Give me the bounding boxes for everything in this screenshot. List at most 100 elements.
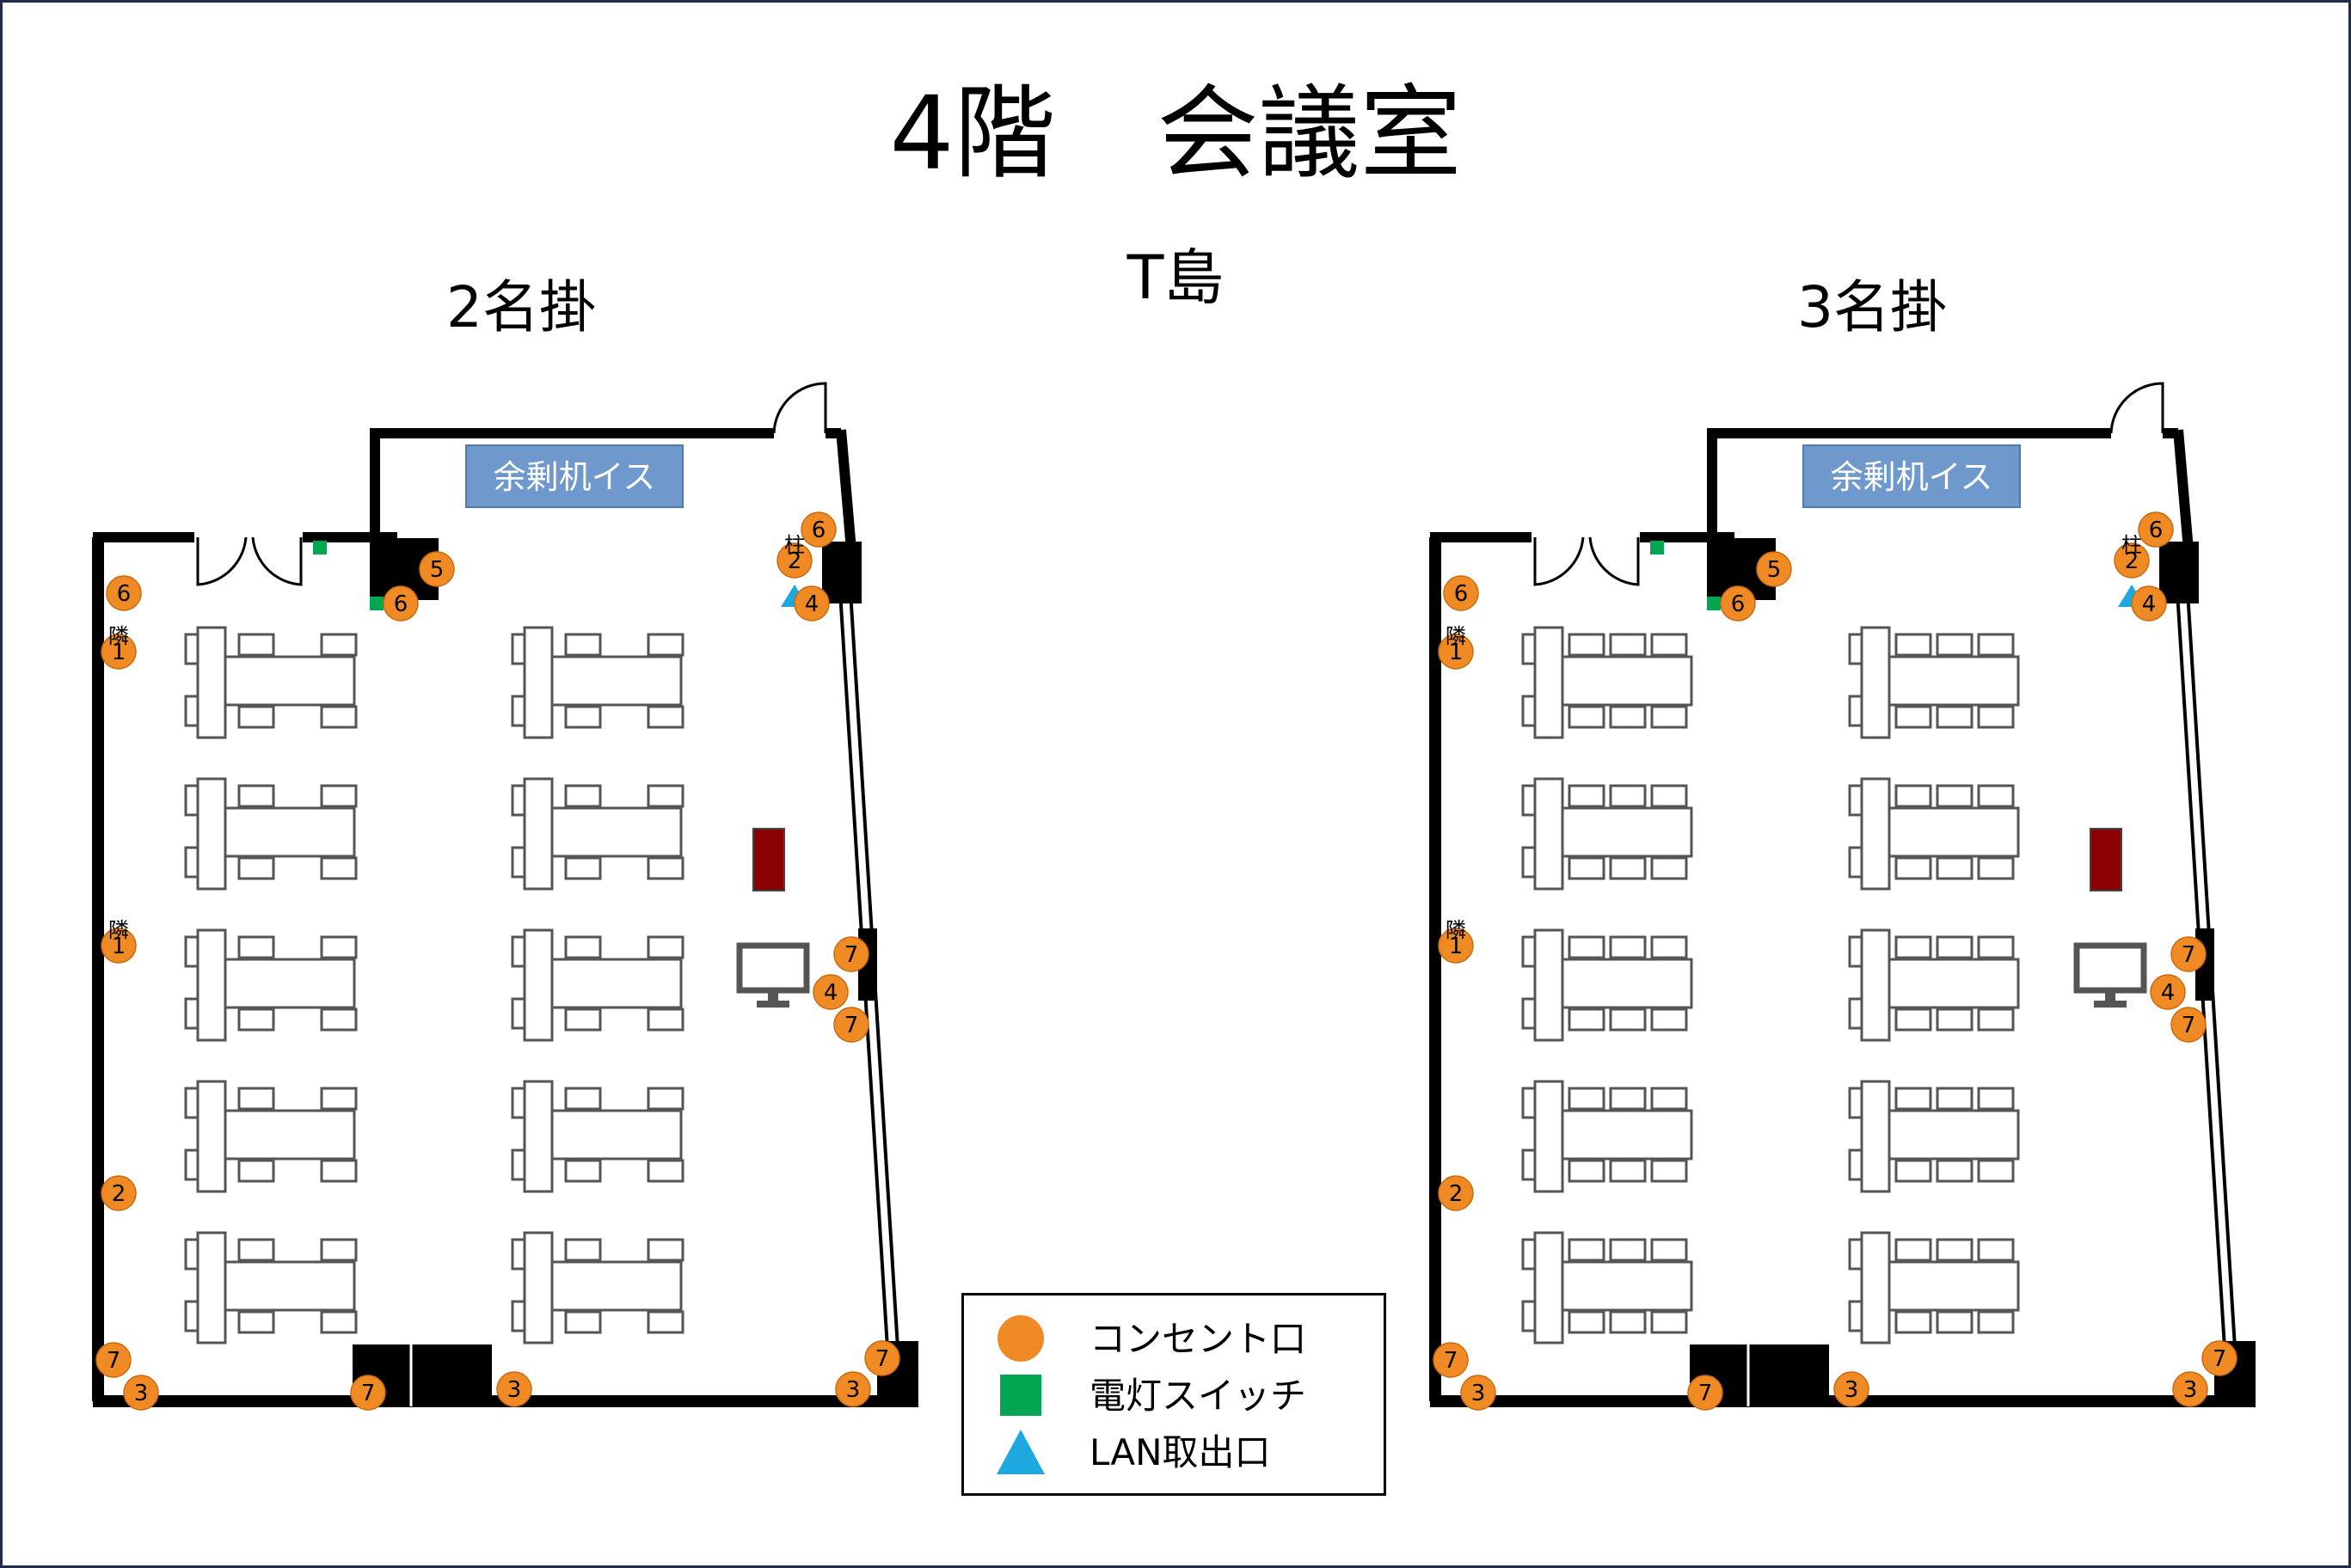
chair [184, 1300, 199, 1332]
chair [1521, 1087, 1537, 1119]
legend-item-outlet: コンセント口 [995, 1313, 1373, 1364]
green-square-icon [1000, 1375, 1041, 1416]
outlet-number: 2 [1449, 1181, 1464, 1207]
chair [1848, 695, 1863, 727]
table-group [184, 928, 358, 1042]
chair [523, 1231, 554, 1344]
chair [647, 1159, 684, 1183]
table [224, 958, 356, 1009]
chair [511, 784, 526, 817]
table-group [511, 1231, 684, 1344]
chair [1609, 1008, 1647, 1032]
outlet-icon: 1隣 [101, 918, 137, 964]
chair [511, 695, 526, 727]
chair [511, 633, 526, 665]
chair [320, 1310, 358, 1334]
chair [1977, 633, 2015, 657]
chair [1977, 1310, 2015, 1334]
legend-label: 電灯スイッチ [1090, 1375, 1307, 1417]
outlet-icon: 4 [813, 974, 849, 1010]
chair [1936, 856, 1973, 880]
chair [237, 1159, 275, 1183]
outlet-icon: 7 [864, 1340, 900, 1376]
chair [1609, 705, 1647, 729]
chair [1936, 1008, 1973, 1032]
outlet-number: 2 [2125, 548, 2139, 574]
chair [647, 784, 684, 808]
chair [1650, 633, 1688, 657]
chair [1521, 633, 1537, 665]
chair [564, 1310, 602, 1334]
chair [1936, 633, 1973, 657]
outlet-number: 1 [112, 934, 126, 959]
outlet-icon: 1隣 [1438, 918, 1474, 964]
outlet-number: 4 [2142, 591, 2157, 617]
chair [1521, 695, 1537, 727]
table-group [511, 928, 684, 1042]
outlet-icon: 3 [496, 1371, 532, 1407]
outlet-number: 2 [788, 548, 802, 574]
chair [564, 1008, 602, 1032]
outlet-number: 7 [2213, 1346, 2227, 1372]
chair [1568, 856, 1605, 880]
chair [564, 856, 602, 880]
table-group [1848, 928, 2020, 1042]
outlet-number: 1 [112, 640, 126, 665]
page-subtitle: T島 [1126, 242, 1225, 313]
chair [237, 784, 275, 808]
chair [1568, 1087, 1605, 1111]
page-title: 4階 会議室 [889, 74, 1462, 193]
chair [1894, 935, 1932, 959]
chair [1936, 1238, 1973, 1262]
outlet-number: 3 [2183, 1377, 2198, 1403]
outlet-number: 1 [1449, 640, 1464, 665]
outlet-number: 3 [1471, 1381, 1486, 1406]
wall-east-top [2173, 429, 2194, 551]
outlet-number: 5 [1767, 557, 1782, 583]
outlet-number: 1 [1449, 934, 1464, 959]
outlet-icon: 7 [2170, 1007, 2207, 1043]
chair [237, 1238, 275, 1262]
outlet-icon: 2柱 [2114, 533, 2150, 579]
chair [1533, 1231, 1564, 1344]
outlet-note: 隣 [108, 918, 129, 942]
chair [511, 1148, 526, 1181]
chair [1609, 784, 1647, 808]
table [1561, 806, 1693, 858]
table [1561, 1109, 1693, 1161]
table-group [1521, 928, 1693, 1042]
outlet-number: 3 [134, 1381, 149, 1406]
outlet-icon: 6 [2138, 511, 2174, 548]
storage-box: 余剰机イス [1802, 444, 2021, 508]
chair [1936, 1310, 1973, 1334]
chair [647, 633, 684, 657]
chair [1609, 1087, 1647, 1111]
chair [1521, 784, 1537, 817]
chair [1609, 856, 1647, 880]
table [550, 1260, 683, 1312]
chair [196, 1080, 227, 1193]
light-switch-icon [1650, 541, 1664, 554]
chair [320, 935, 358, 959]
chair [1609, 633, 1647, 657]
table-group [1521, 1080, 1693, 1193]
chair [1533, 1080, 1564, 1193]
outlet-icon: 3 [835, 1371, 871, 1407]
outlet-icon: 2 [1438, 1175, 1474, 1211]
chair [1609, 1238, 1647, 1262]
chair [196, 928, 227, 1042]
chair [1894, 1087, 1932, 1111]
chair [1650, 1087, 1688, 1111]
pillar [2159, 542, 2199, 603]
outlet-number: 2 [112, 1181, 126, 1207]
chair [511, 935, 526, 968]
outlet-number: 7 [1444, 1348, 1458, 1374]
outlet-icon: 7 [833, 1007, 869, 1043]
chair [1568, 1310, 1605, 1334]
chair [564, 633, 602, 657]
chair [1894, 1159, 1932, 1183]
outlet-icon: 7 [1687, 1375, 1723, 1411]
table [224, 655, 356, 707]
